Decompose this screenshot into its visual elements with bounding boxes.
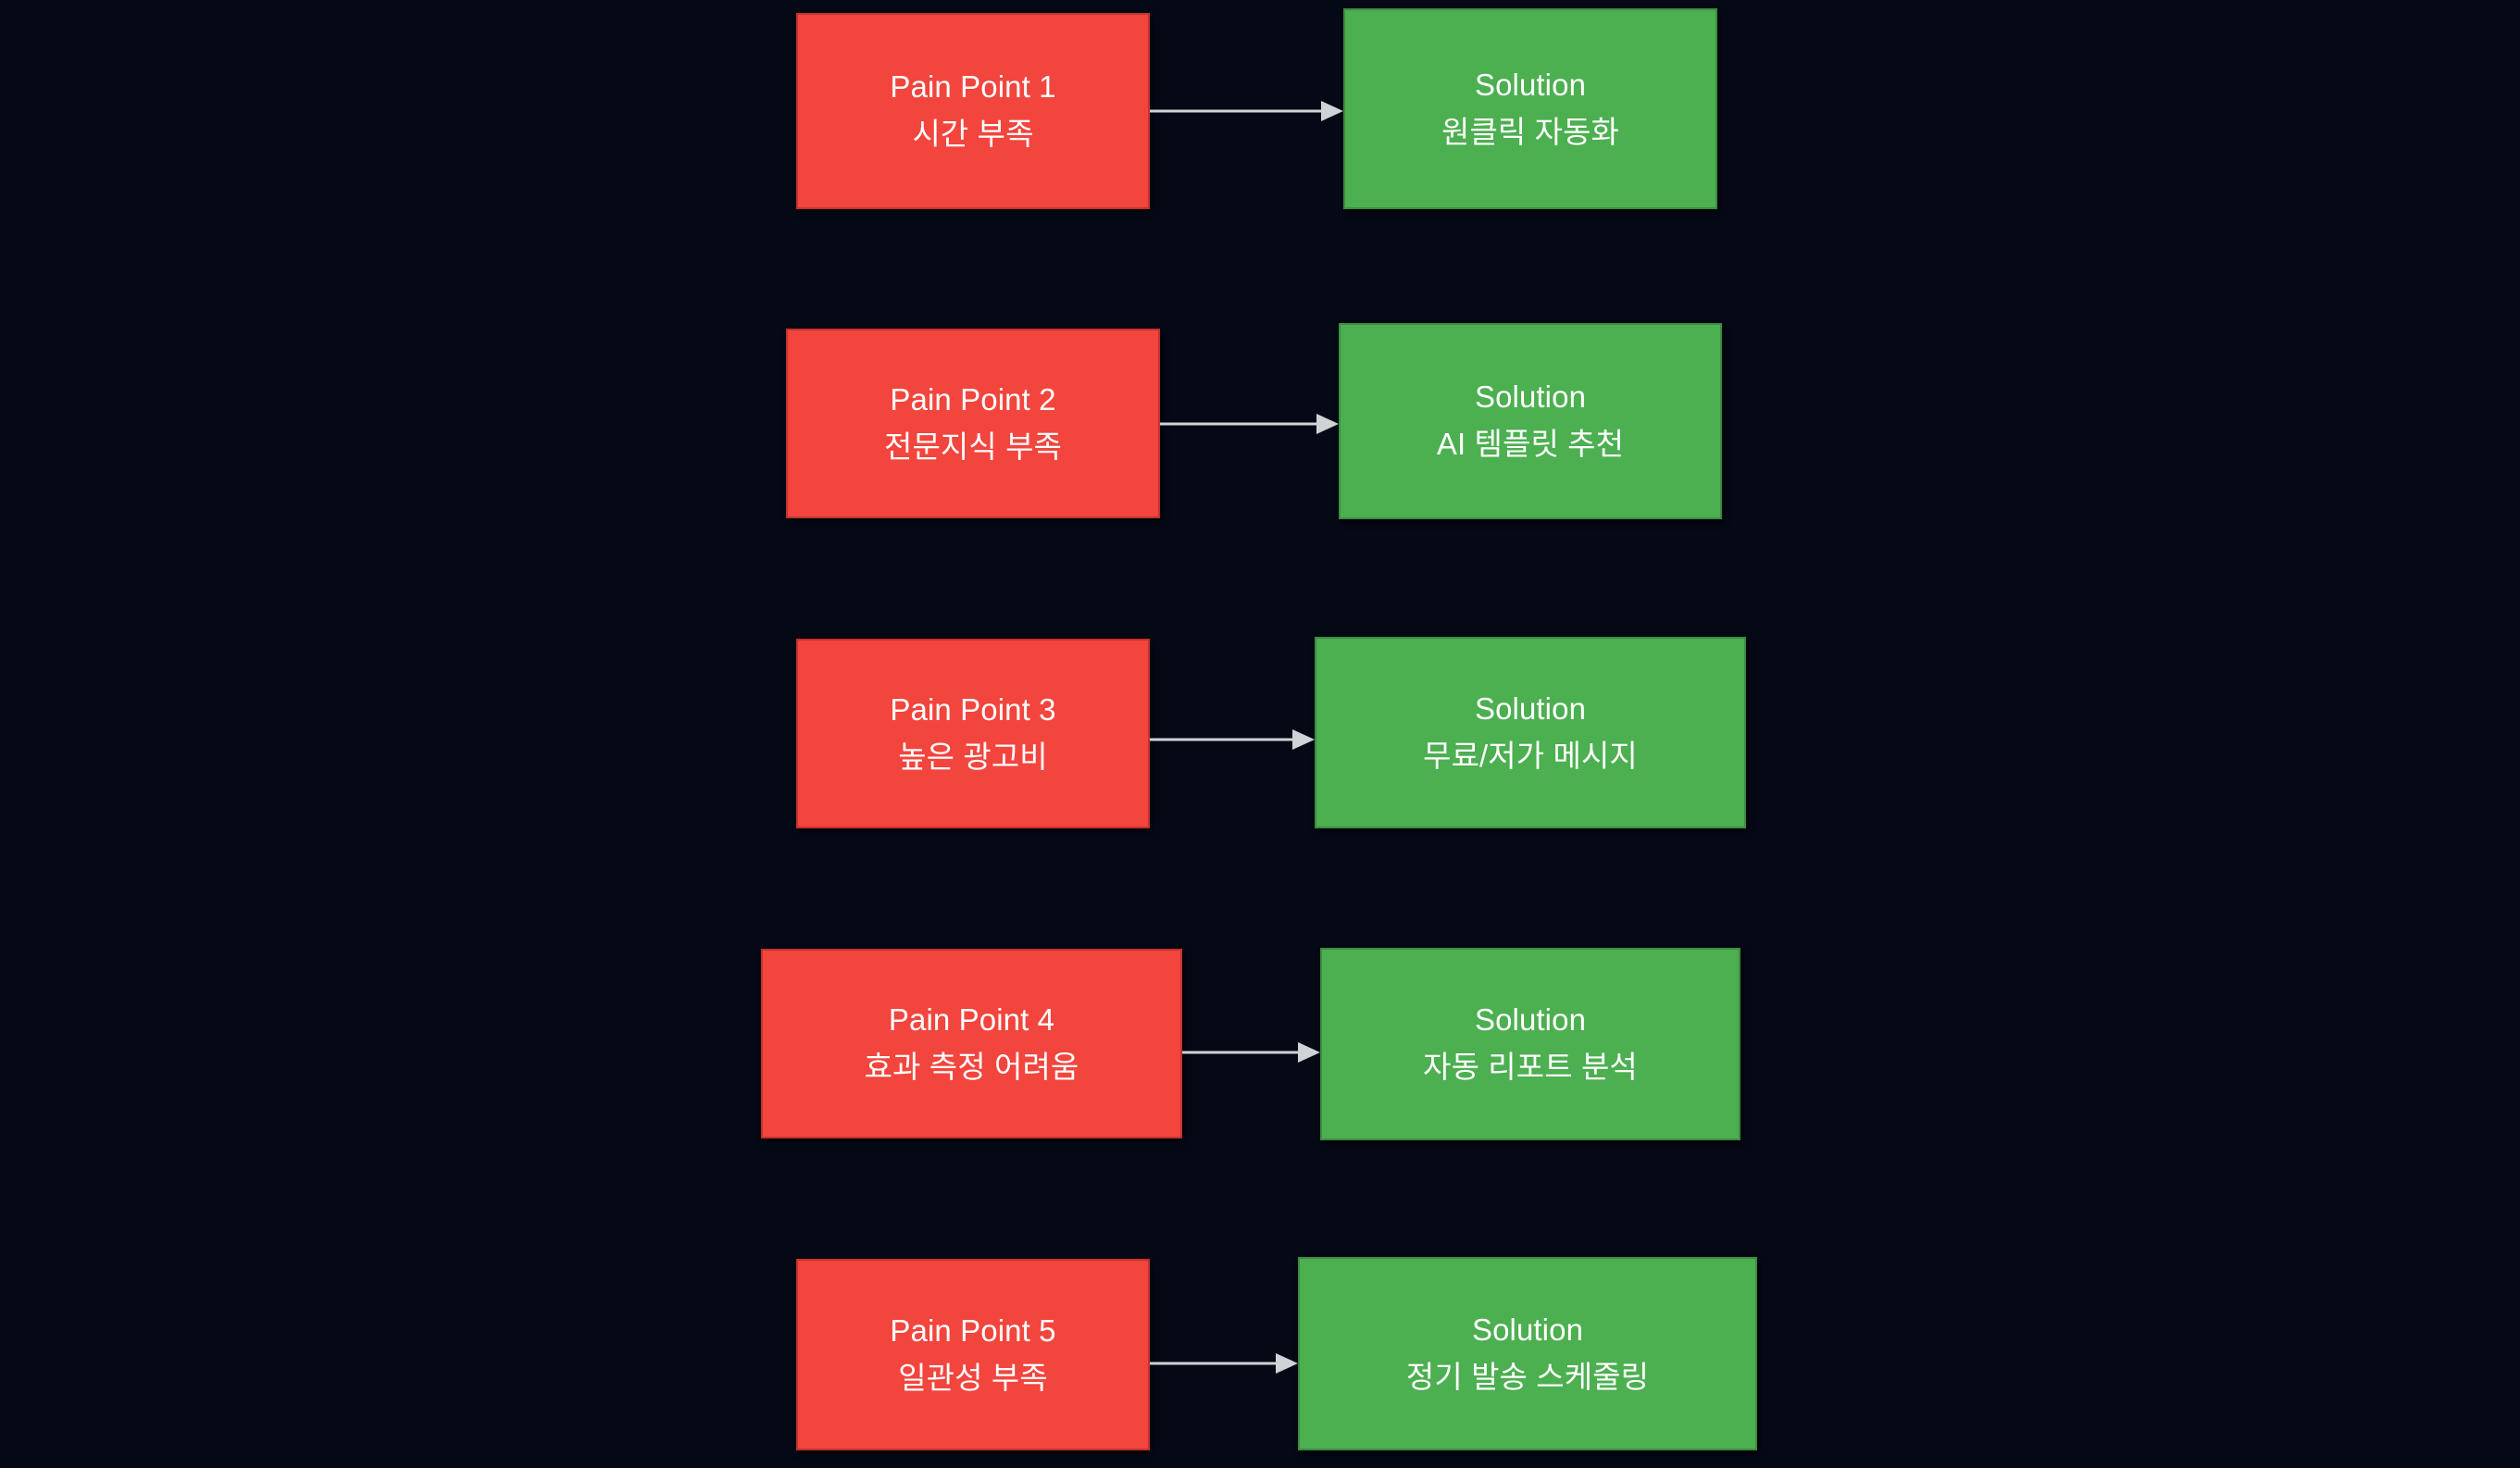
solution-title-3: Solution [1474, 690, 1587, 726]
pain-point-title-2: Pain Point 2 [890, 381, 1056, 417]
solution-node-2[interactable]: Solution AI 템플릿 추천 [1339, 323, 1722, 519]
arrow-icon-4 [1182, 1042, 1320, 1063]
pain-point-title-5: Pain Point 5 [890, 1312, 1056, 1348]
pain-point-subtitle-3: 높은 광고비 [898, 739, 1048, 774]
pain-point-node-3[interactable]: Pain Point 3 높은 광고비 [796, 639, 1150, 828]
solution-title-5: Solution [1471, 1312, 1584, 1347]
arrow-icon-5 [1150, 1353, 1298, 1374]
pain-point-subtitle-2: 전문지식 부족 [883, 429, 1063, 464]
solution-subtitle-3: 무료/저가 메시지 [1423, 738, 1638, 773]
pain-point-subtitle-4: 효과 측정 어려움 [864, 1049, 1079, 1084]
solution-subtitle-1: 원클릭 자동화 [1441, 114, 1620, 149]
arrow-icon-3 [1150, 729, 1315, 750]
solution-title-4: Solution [1474, 1002, 1587, 1038]
pain-point-node-5[interactable]: Pain Point 5 일관성 부족 [796, 1259, 1150, 1450]
pain-point-node-1[interactable]: Pain Point 1 시간 부족 [796, 13, 1150, 209]
arrow-icon-1 [1150, 101, 1343, 121]
solution-node-4[interactable]: Solution 자동 리포트 분석 [1320, 948, 1740, 1140]
solution-subtitle-5: 정기 발송 스케줄링 [1405, 1359, 1650, 1394]
solution-node-3[interactable]: Solution 무료/저가 메시지 [1315, 637, 1746, 828]
pain-point-title-4: Pain Point 4 [888, 1001, 1055, 1037]
pain-point-title-3: Pain Point 3 [890, 691, 1056, 727]
solution-title-2: Solution [1474, 379, 1587, 415]
arrow-icon-2 [1160, 414, 1339, 434]
pain-point-title-1: Pain Point 1 [890, 69, 1056, 105]
solution-subtitle-2: AI 템플릿 추천 [1436, 427, 1625, 461]
pain-point-node-4[interactable]: Pain Point 4 효과 측정 어려움 [761, 949, 1182, 1138]
solution-title-1: Solution [1474, 67, 1587, 102]
solution-node-5[interactable]: Solution 정기 발송 스케줄링 [1298, 1257, 1757, 1450]
pain-point-subtitle-1: 시간 부족 [912, 117, 1034, 151]
pain-point-node-2[interactable]: Pain Point 2 전문지식 부족 [786, 329, 1160, 518]
pain-point-subtitle-5: 일관성 부족 [898, 1360, 1048, 1395]
solution-subtitle-4: 자동 리포트 분석 [1423, 1050, 1638, 1084]
solution-node-1[interactable]: Solution 원클릭 자동화 [1343, 8, 1717, 209]
